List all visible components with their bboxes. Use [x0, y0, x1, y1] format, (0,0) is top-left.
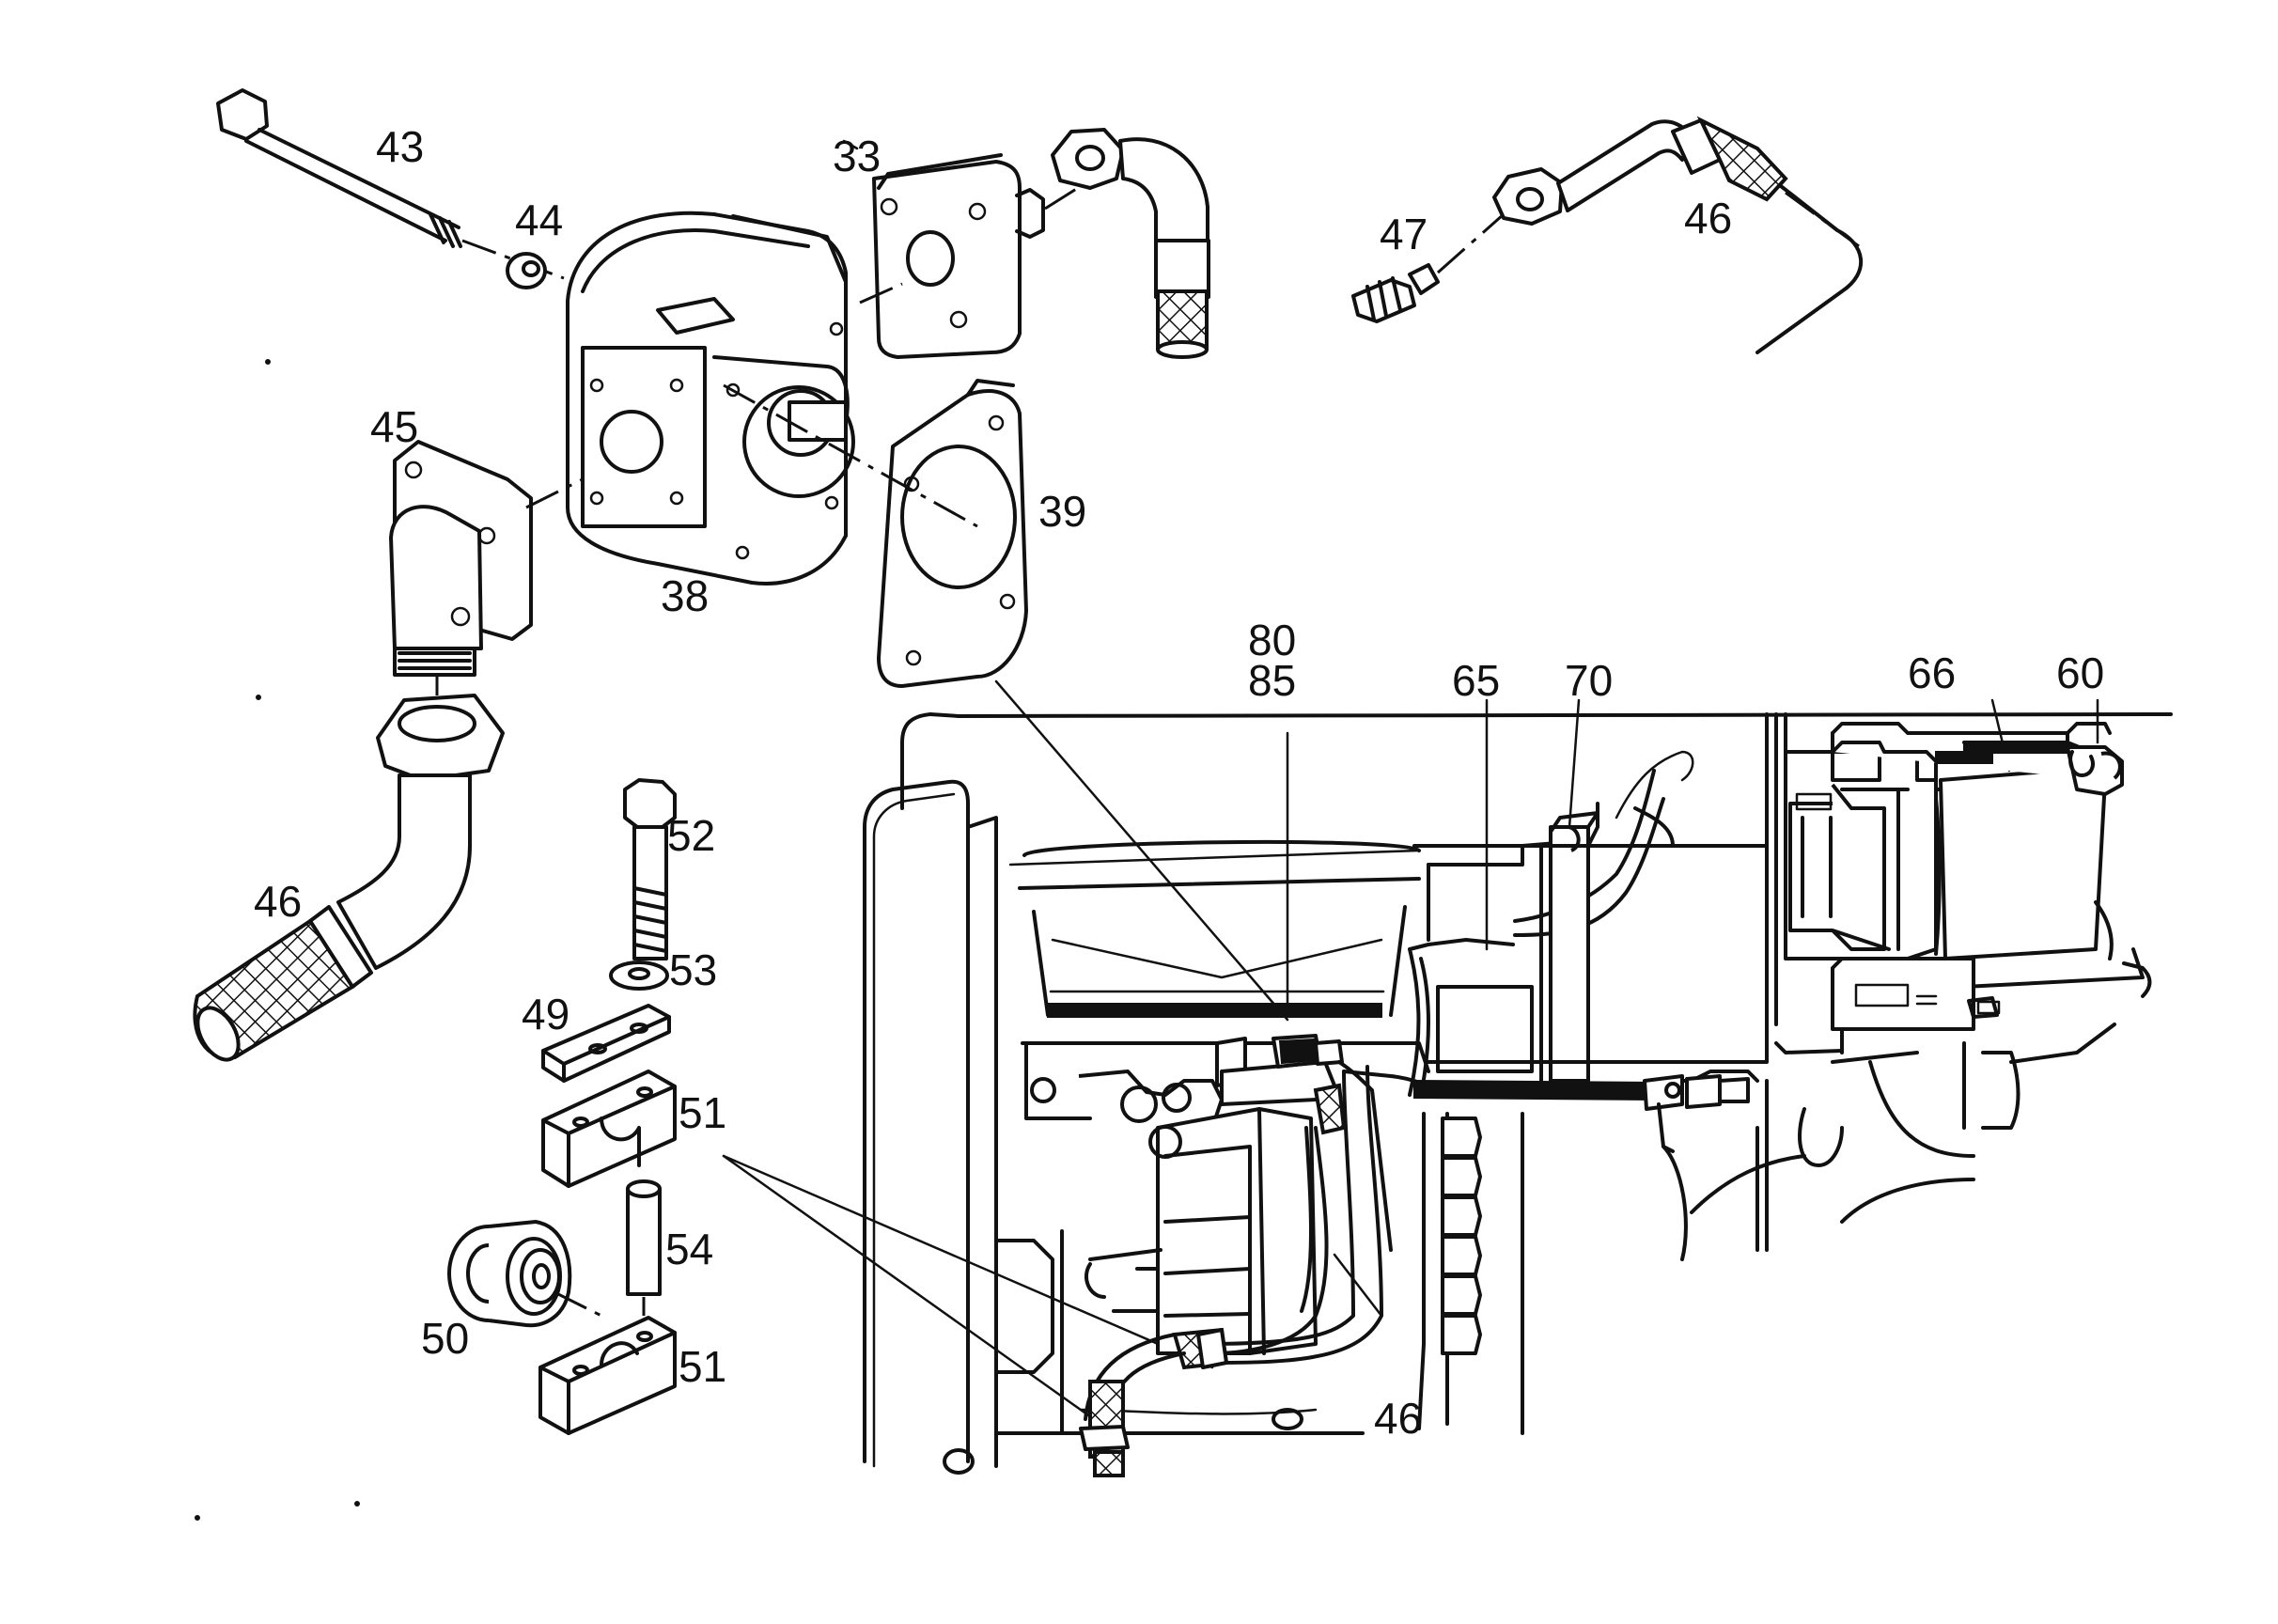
spacer-sleeve	[626, 1179, 662, 1296]
label-47: 47	[1380, 210, 1428, 258]
right-side-structure	[1412, 712, 2152, 1435]
label-45: 45	[370, 402, 418, 451]
elbow-hose-fitting	[1051, 128, 1210, 359]
clamp-half-upper	[541, 1070, 677, 1188]
label-60: 60	[2056, 648, 2104, 697]
adapter-fitting	[1351, 263, 1440, 323]
clamp-bolt	[623, 778, 677, 960]
hose-assembly-lower	[1079, 1126, 1329, 1477]
hydraulic-pump	[566, 211, 855, 586]
pump-gasket	[877, 379, 1028, 688]
clamp-plate	[541, 1004, 671, 1083]
part-labels: 43 44 33 47 46 45 39 38 80 85 65 70 66 6…	[254, 122, 2104, 1443]
label-44: 44	[515, 195, 563, 244]
axis-line	[554, 1290, 602, 1318]
machine-housing	[863, 712, 2173, 1475]
label-70: 70	[1565, 656, 1613, 705]
label-38: 38	[661, 571, 709, 620]
hose-assembly-top-right	[1492, 116, 1864, 354]
axis-line	[1437, 212, 1505, 274]
long-bolt	[216, 88, 462, 248]
rubber-grommet	[447, 1220, 572, 1328]
axis-line	[1785, 191, 1860, 248]
label-52: 52	[667, 811, 715, 860]
label-46-left: 46	[254, 877, 302, 926]
axis-line	[1044, 184, 1082, 211]
label-51-lower: 51	[679, 1342, 726, 1391]
label-46-lower: 46	[1374, 1394, 1422, 1443]
label-66: 66	[1908, 648, 1956, 697]
label-46-top: 46	[1684, 194, 1732, 242]
axis-line	[525, 477, 584, 509]
label-51-upper: 51	[679, 1088, 726, 1137]
clamp-half-lower	[538, 1316, 677, 1435]
scan-marks	[195, 359, 360, 1521]
label-49: 49	[522, 990, 570, 1038]
label-53: 53	[669, 945, 717, 994]
top-right-bracket	[1831, 722, 2124, 796]
axis-line	[723, 383, 978, 528]
label-54: 54	[665, 1225, 713, 1273]
axis-line	[859, 282, 903, 304]
label-43: 43	[376, 122, 424, 171]
clamp-washer	[609, 960, 669, 991]
inlet-elbow-flange	[389, 440, 533, 677]
motor-block	[1078, 1037, 1336, 1355]
washer	[506, 252, 547, 289]
label-33: 33	[833, 132, 881, 180]
label-80: 80	[1248, 616, 1296, 664]
hose-assembly-left	[193, 694, 505, 1062]
hydraulic-lines	[1342, 750, 1759, 1153]
label-85: 85	[1248, 656, 1296, 705]
outlet-flange	[872, 153, 1045, 359]
label-39: 39	[1038, 487, 1086, 536]
label-65: 65	[1452, 656, 1500, 705]
axis-line	[461, 239, 565, 280]
label-50: 50	[421, 1314, 469, 1363]
connector-stack	[1441, 1116, 1482, 1355]
